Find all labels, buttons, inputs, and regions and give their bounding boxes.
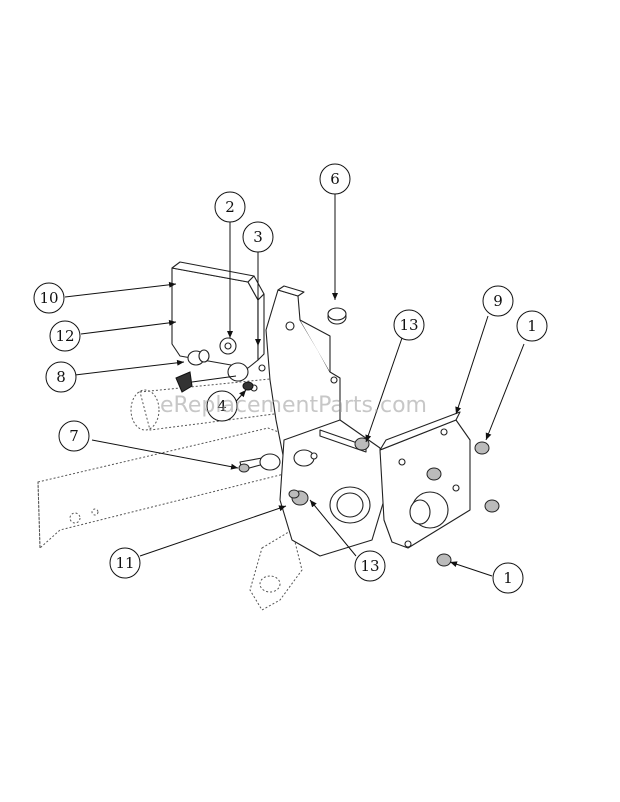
callout-8: 8 — [45, 361, 77, 393]
cover-bracket — [171, 261, 265, 369]
callout-7: 7 — [58, 420, 90, 452]
callout-label: 10 — [39, 289, 58, 307]
callout-label: 12 — [55, 327, 74, 345]
callout-label: 7 — [69, 427, 79, 445]
callout-label: 13 — [399, 316, 418, 334]
callout-3: 3 — [242, 221, 274, 253]
lower-arm — [249, 529, 303, 611]
callout-10: 10 — [33, 282, 65, 314]
callout-label: 9 — [493, 292, 503, 310]
callout-1b: 1 — [492, 562, 524, 594]
callout-label: 1 — [503, 569, 513, 587]
callout-2: 2 — [214, 191, 246, 223]
rear-plate — [379, 411, 471, 549]
callout-4: 4 — [206, 390, 238, 422]
callout-label: 2 — [225, 198, 235, 216]
callout-13a: 13 — [393, 309, 425, 341]
callout-13b: 13 — [354, 550, 386, 582]
watermark: eReplacementParts.com — [160, 393, 427, 418]
callout-label: 1 — [527, 317, 537, 335]
callout-11: 11 — [109, 547, 141, 579]
callout-label: 13 — [360, 557, 379, 575]
main-plate — [250, 285, 341, 471]
callout-label: 6 — [330, 170, 340, 188]
center-plate — [279, 419, 385, 557]
callout-9: 9 — [482, 285, 514, 317]
callout-label: 8 — [56, 368, 66, 386]
callout-label: 3 — [253, 228, 263, 246]
pin — [291, 429, 370, 506]
callout-12: 12 — [49, 320, 81, 352]
callout-1a: 1 — [516, 310, 548, 342]
callout-6: 6 — [319, 163, 351, 195]
hardware — [175, 307, 500, 567]
callout-label: 11 — [115, 554, 134, 572]
leaders — [64, 194, 525, 577]
callout-label: 4 — [217, 397, 227, 415]
